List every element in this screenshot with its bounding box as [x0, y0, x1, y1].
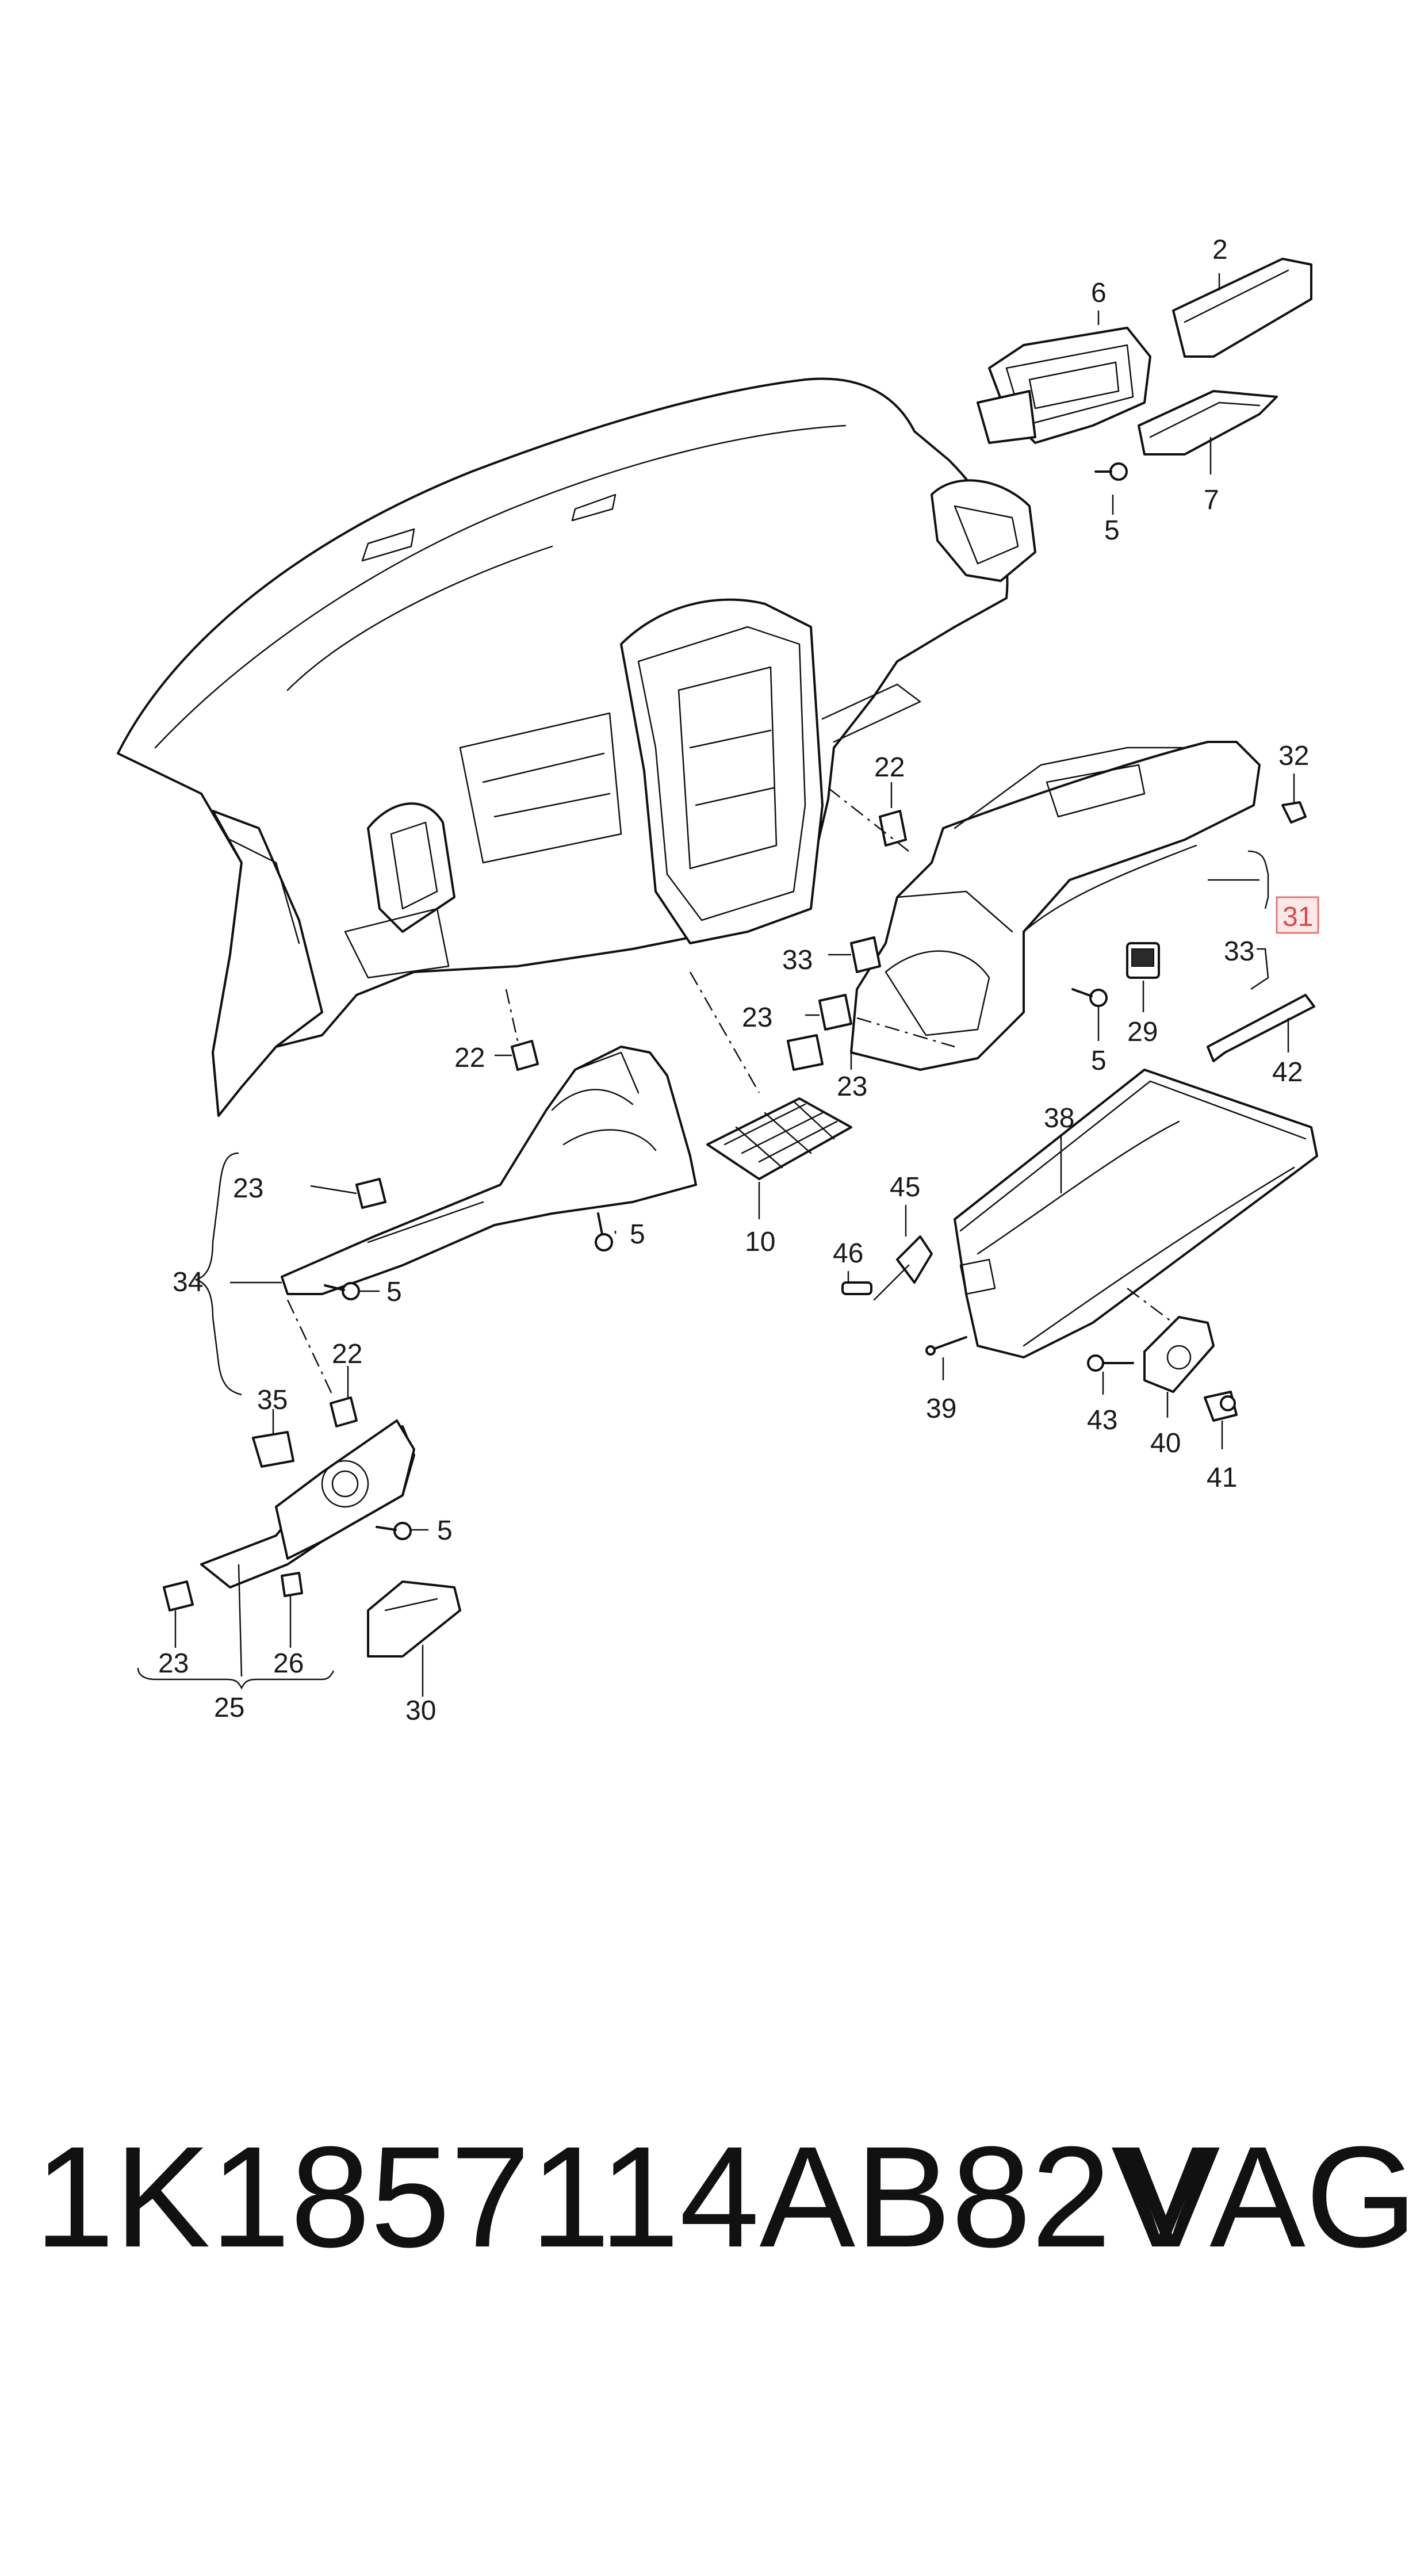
callout-23: 23: [742, 1002, 772, 1033]
clip-35: [252, 1431, 294, 1468]
callout-41: 41: [1207, 1463, 1237, 1493]
cover-30: [367, 1580, 461, 1658]
net-mat: [706, 1097, 852, 1180]
exploded-parts-diagram: 2 6 5 7 22 32 31 33 33 23 5 29 23 42 22 …: [117, 235, 1319, 1726]
callout-46: 46: [833, 1238, 863, 1269]
callout-leaders: [137, 273, 1295, 1697]
latch-40: [1143, 1316, 1215, 1393]
callout-42: 42: [1272, 1057, 1303, 1088]
clip-22a: [879, 810, 907, 847]
strip-42: [1207, 994, 1315, 1062]
left-lower-trim: [281, 1046, 697, 1295]
clip-22b: [511, 1040, 539, 1071]
guide-line: [689, 971, 760, 1093]
glove-box: [954, 1069, 1318, 1358]
callout-26: 26: [273, 1648, 304, 1679]
callout-labels: 2 6 5 7 22 32 31 33 33 23 5 29 23 42 22 …: [158, 235, 1319, 1726]
callout-31-highlight-box: [1276, 896, 1319, 934]
callout-43: 43: [1087, 1405, 1117, 1436]
callout-10: 10: [745, 1227, 775, 1257]
guide-line: [286, 1299, 335, 1398]
callout-31: 31: [1282, 902, 1313, 932]
screw-5b: [1071, 988, 1108, 1007]
callout-33: 33: [1224, 936, 1254, 967]
callout-23: 23: [158, 1648, 189, 1679]
cover-plate: [1172, 258, 1312, 358]
screw-5d: [595, 1212, 613, 1251]
clip-33a: [850, 936, 881, 973]
callout-5: 5: [437, 1515, 453, 1546]
screw-5e: [376, 1522, 412, 1540]
callout-45: 45: [890, 1172, 920, 1203]
guide-line: [505, 989, 519, 1042]
callout-40: 40: [1150, 1428, 1181, 1459]
radio-mounting-frame: [977, 327, 1151, 444]
steering-column-trim: [200, 1419, 415, 1589]
clip-23c: [355, 1178, 386, 1209]
storage-tray: [1138, 390, 1278, 456]
clip-23b: [787, 1034, 824, 1071]
callout-35: 35: [257, 1385, 288, 1415]
screw-43: [1087, 1354, 1134, 1372]
callout-34: 34: [173, 1267, 203, 1297]
callout-6: 6: [1091, 278, 1107, 308]
brand-name: VAG: [1124, 2116, 1418, 2277]
clip-32: [1281, 801, 1307, 824]
lock-41: [1204, 1391, 1238, 1422]
screw-5c: [324, 1282, 360, 1300]
callout-22: 22: [454, 1043, 485, 1073]
callout-5: 5: [1104, 515, 1120, 546]
guide-line: [856, 1017, 955, 1048]
callout-22: 22: [874, 752, 905, 783]
callout-23: 23: [233, 1173, 263, 1204]
callout-5: 5: [386, 1277, 402, 1307]
callout-32: 32: [1278, 741, 1309, 771]
switch-45: [873, 1235, 933, 1301]
part-number-footer: 1K1857114AB82V VAG: [0, 2122, 1428, 2272]
callout-2: 2: [1212, 235, 1228, 265]
lower-trim-panel: [850, 741, 1261, 1071]
guide-line: [828, 787, 909, 852]
callout-23: 23: [837, 1071, 867, 1102]
callout-22: 22: [332, 1339, 362, 1369]
switch-29: [1126, 942, 1160, 979]
callout-39: 39: [926, 1394, 956, 1424]
callout-30: 30: [405, 1695, 436, 1726]
clip-23d: [163, 1580, 194, 1612]
callout-29: 29: [1127, 1017, 1158, 1047]
guide-line: [1127, 1288, 1174, 1323]
callout-5: 5: [1091, 1046, 1107, 1076]
callout-33: 33: [782, 945, 813, 975]
dashboard-panel: [117, 377, 1036, 1117]
clip-22c: [330, 1396, 358, 1427]
callout-7: 7: [1204, 485, 1219, 515]
clip-23a: [818, 994, 852, 1031]
callout-38: 38: [1044, 1103, 1074, 1134]
callout-5: 5: [630, 1219, 645, 1250]
screw-5a: [1094, 462, 1128, 481]
part-number: 1K1857114AB82V: [35, 2116, 1207, 2277]
callout-25: 25: [214, 1693, 244, 1723]
clip-26: [281, 1572, 303, 1597]
bulb-46: [841, 1281, 872, 1295]
pin-39: [925, 1336, 967, 1356]
